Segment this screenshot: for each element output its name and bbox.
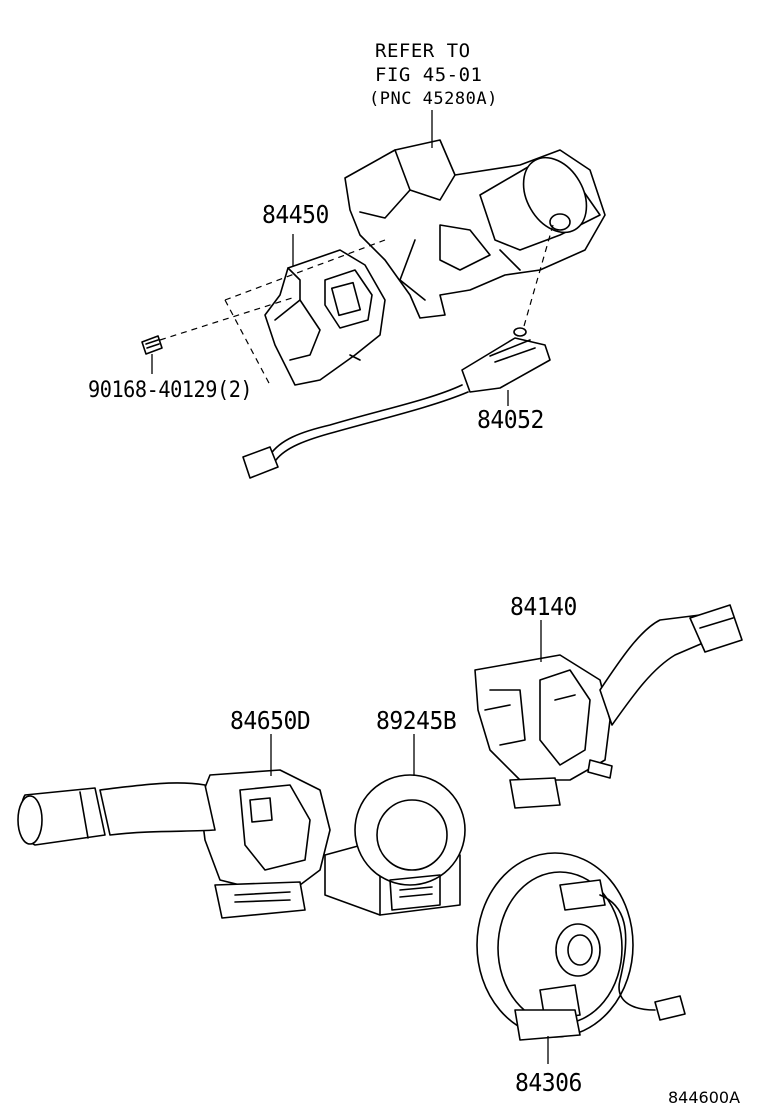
part-number-84450: 84450 bbox=[262, 200, 329, 229]
reference-line-1: REFER TO bbox=[375, 40, 471, 62]
part-number-84140: 84140 bbox=[510, 592, 577, 621]
part-number-84306: 84306 bbox=[515, 1068, 582, 1097]
part-number-89245b: 89245B bbox=[376, 706, 457, 735]
combination-switch-84140 bbox=[474, 604, 743, 809]
column-lock-housing bbox=[344, 139, 606, 319]
part-number-84650d: 84650D bbox=[230, 706, 311, 735]
spiral-cable-84306 bbox=[476, 852, 686, 1041]
reference-line-2: FIG 45-01 bbox=[375, 64, 483, 86]
ignition-switch-84450 bbox=[264, 249, 386, 386]
combination-switch-84650d bbox=[17, 769, 331, 919]
figure-id: 844600A bbox=[668, 1088, 741, 1107]
part-number-90168-40129: 90168-40129(2) bbox=[88, 378, 253, 403]
screw-90168-40129 bbox=[141, 335, 163, 355]
assembly-guide-lines bbox=[159, 224, 554, 386]
part-number-84052: 84052 bbox=[477, 405, 544, 434]
switch-assembly-84052 bbox=[242, 327, 551, 479]
reference-line-3: (PNC 45280A) bbox=[369, 89, 498, 109]
steering-sensor-89245b bbox=[324, 774, 466, 916]
